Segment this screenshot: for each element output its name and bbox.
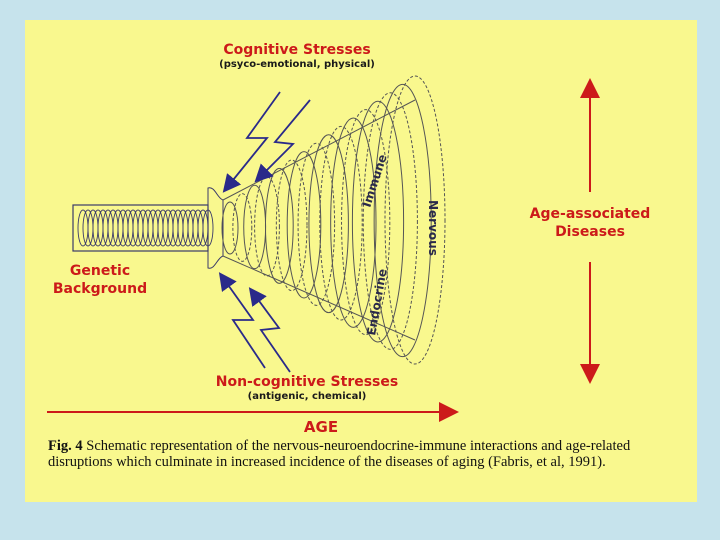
coil-loop [202, 209, 214, 247]
nervous-label: Nervous [426, 200, 440, 256]
spiral-loop [308, 134, 349, 314]
genetic-background-line1: Genetic [70, 263, 130, 279]
noncognitive-stresses-sub: (antigenic, chemical) [248, 391, 367, 402]
age-axis-label: AGE [304, 418, 338, 436]
spiral-loop [341, 109, 391, 336]
figure-caption-text: Schematic representation of the nervous-… [48, 438, 631, 470]
coil-loop [197, 209, 209, 247]
age-associated-diseases-line1: Age-associated [530, 206, 651, 222]
spiral-loop [330, 117, 377, 328]
spiral-loop [221, 201, 239, 255]
figure-caption: Fig. 4 Schematic representation of the n… [48, 438, 678, 470]
noncognitive-stresses-title: Non-cognitive Stresses [216, 374, 398, 390]
cognitive-stresses-title: Cognitive Stresses [223, 42, 370, 58]
age-associated-diseases-line2: Diseases [555, 224, 625, 240]
genetic-cylinder [72, 187, 224, 269]
schematic-diagram: Cognitive Stresses (psyco-emotional, phy… [47, 42, 651, 436]
spiral-loop [373, 83, 432, 358]
spiral-loop [297, 142, 336, 306]
cognitive-stresses-sub: (psyco-emotional, physical) [219, 59, 375, 70]
spiral-loop [384, 75, 446, 365]
noncognitive-stress-arrows [218, 272, 291, 373]
cone-outline [221, 75, 446, 365]
spiral-loop [286, 151, 322, 299]
spiral-loop [351, 100, 405, 343]
spiral-loop [264, 167, 294, 284]
slide-figure: Cognitive Stresses (psyco-emotional, phy… [25, 20, 697, 502]
spiral-loop [319, 125, 363, 321]
figure-caption-label: Fig. 4 [48, 438, 83, 454]
genetic-background-line2: Background [53, 281, 147, 297]
cognitive-stress-arrows [222, 91, 311, 193]
spiral-loop [254, 176, 280, 277]
spiral-loop [275, 159, 308, 292]
spiral-loop [362, 92, 418, 350]
spiral-loop [232, 193, 253, 262]
immune-label: Immune [360, 153, 390, 209]
